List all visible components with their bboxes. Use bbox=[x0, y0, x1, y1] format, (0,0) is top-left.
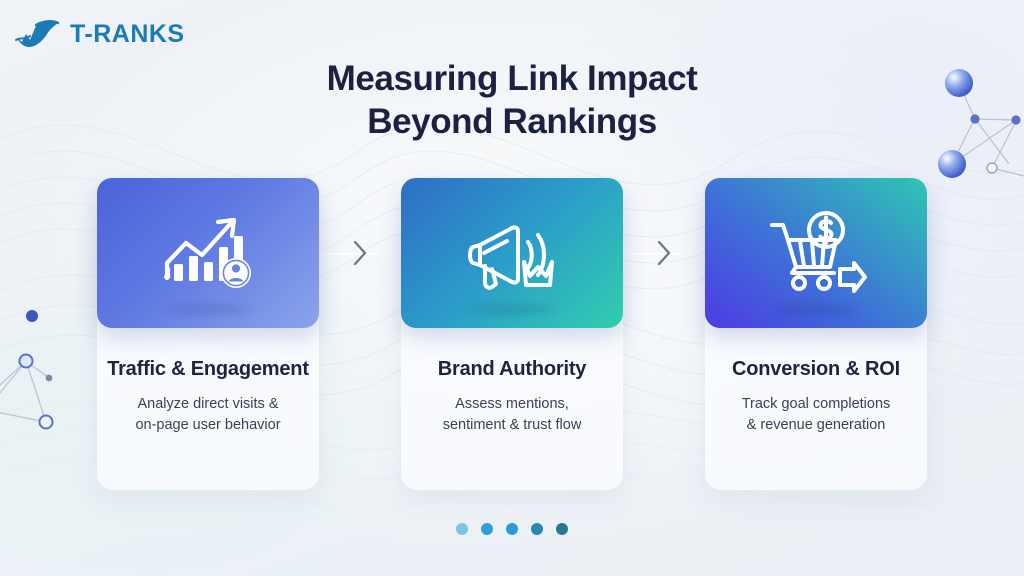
card-description-line-2: & revenue generation bbox=[746, 417, 886, 434]
trending-arrow-mark-icon bbox=[15, 20, 60, 48]
card-description-line-2: on-page user behavior bbox=[135, 417, 281, 434]
page-title-line-1: Measuring Link Impact bbox=[326, 59, 698, 98]
pagination-dot-2[interactable] bbox=[481, 523, 493, 535]
cards-row: Traffic & Engagement Analyze direct visi… bbox=[0, 178, 1024, 490]
card-icon-tile bbox=[401, 178, 623, 328]
connector-line bbox=[619, 253, 679, 255]
page-title: Measuring Link Impact Beyond Rankings bbox=[0, 58, 1024, 143]
pagination-dot-3[interactable] bbox=[506, 523, 518, 535]
connector-1 bbox=[315, 178, 401, 328]
card-title: Conversion & ROI bbox=[732, 358, 900, 380]
chevron-right-icon bbox=[353, 240, 367, 266]
card-description-line-1: Analyze direct visits & bbox=[137, 396, 279, 412]
card-icon-tile bbox=[705, 178, 927, 328]
brand-name: T-RANKS bbox=[70, 19, 185, 48]
card-icon-tile bbox=[97, 178, 319, 328]
card-title: Brand Authority bbox=[437, 358, 587, 380]
shopping-cart-dollar-arrow-icon bbox=[770, 211, 867, 293]
card-description-line-2: sentiment & trust flow bbox=[442, 417, 582, 434]
connector-line bbox=[315, 253, 375, 255]
pagination-dot-1[interactable] bbox=[456, 523, 468, 535]
brand-logo[interactable]: T-RANKS bbox=[14, 16, 185, 52]
card-description-line-1: Track goal completions bbox=[741, 396, 891, 412]
card-description-line-1: Assess mentions, bbox=[455, 396, 569, 412]
connector-2 bbox=[619, 178, 705, 328]
chevron-right-icon bbox=[657, 240, 671, 266]
card-description: Analyze direct visits & on-page user beh… bbox=[135, 394, 280, 437]
pagination-dot-5[interactable] bbox=[556, 523, 568, 535]
pagination-dot-4[interactable] bbox=[531, 523, 543, 535]
bar-chart-growth-user-icon bbox=[163, 217, 251, 288]
card-description: Assess mentions, sentiment & trust flow bbox=[443, 394, 582, 437]
card-brand-authority[interactable]: Brand Authority Assess mentions, sentime… bbox=[401, 178, 623, 490]
pagination-dots[interactable] bbox=[0, 523, 1024, 535]
megaphone-crown-icon bbox=[468, 225, 554, 290]
card-conversion-roi[interactable]: Conversion & ROI Track goal completions … bbox=[705, 178, 927, 490]
card-title: Traffic & Engagement bbox=[107, 358, 309, 380]
page-title-line-2: Beyond Rankings bbox=[367, 101, 657, 141]
card-description: Track goal completions & revenue generat… bbox=[742, 394, 891, 437]
card-traffic-engagement[interactable]: Traffic & Engagement Analyze direct visi… bbox=[97, 178, 319, 490]
